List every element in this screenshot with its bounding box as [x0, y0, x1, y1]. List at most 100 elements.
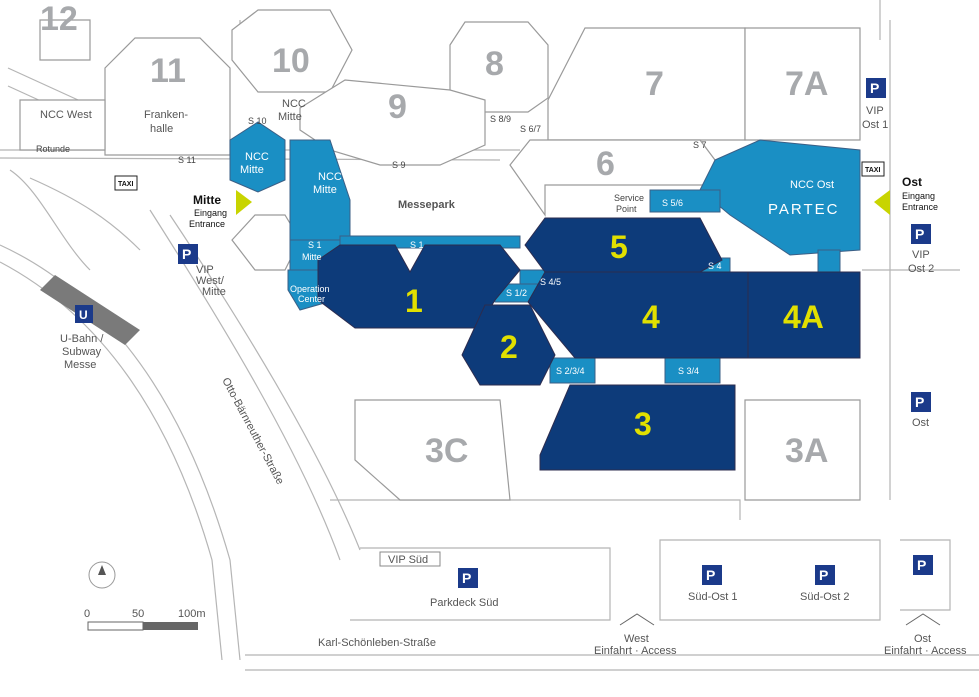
s1-label: S 1: [410, 240, 424, 250]
rotunde-label: Rotunde: [36, 144, 70, 154]
hall-3c-building: [354, 399, 511, 501]
s89-label: S 8/9: [490, 114, 511, 124]
ncc-ost-connector: [817, 249, 841, 273]
ncc-mitte-a-1: NCC: [245, 151, 269, 163]
parking-sued-ost1-p: P: [706, 567, 715, 583]
mitte-eingang: Eingang: [194, 208, 227, 218]
hall-9-number: 9: [388, 88, 407, 126]
hall-12-number: 12: [40, 0, 78, 38]
ubahn-label-3: Messe: [64, 359, 96, 371]
hall-7-number: 7: [645, 65, 664, 103]
hall-1-number: 1: [405, 283, 423, 319]
hall-3c-number: 3C: [425, 432, 468, 470]
street-otto: Otto-Bärnreuther-Straße: [219, 376, 286, 487]
hall-3a-number: 3A: [785, 432, 828, 470]
scale-100: 100m: [178, 608, 206, 620]
ncc-mitte-a-2: Mitte: [240, 164, 264, 176]
sued-ost-1-label: Süd-Ost 1: [688, 591, 738, 603]
west-access-1: West: [624, 633, 649, 645]
ncc-mitte-b: [289, 139, 351, 241]
hall-3-number: 3: [634, 406, 652, 442]
hall-11-building: [104, 37, 231, 156]
hall-10-building: [231, 9, 353, 93]
vip-west-3: Mitte: [202, 286, 226, 298]
parking-vip-ost1-p: P: [870, 80, 879, 96]
hall-11-number: 11: [150, 52, 186, 90]
service-point-2: Point: [616, 204, 637, 214]
ost-parking-label: Ost: [912, 417, 929, 429]
ncc-ost: [699, 139, 861, 256]
service-point-1: Service: [614, 193, 644, 203]
parking-signs: [178, 78, 933, 588]
frankenhalle-label-1: Franken-: [144, 109, 188, 121]
scale-50: 50: [132, 608, 144, 620]
s4-label: S 4: [708, 261, 722, 271]
street-karl: Karl-Schönleben-Straße: [318, 637, 436, 649]
s1mitte-label-1: S 1: [308, 240, 322, 250]
partec-logo: PARTEC: [768, 201, 839, 218]
main-halls: [317, 217, 861, 471]
hall-8-number: 8: [485, 45, 504, 83]
parking-vip-ost2-p: P: [915, 226, 924, 242]
vip-west-2: West/: [196, 275, 225, 287]
ubahn-label-1: U-Bahn /: [60, 333, 104, 345]
mitte-entrance-arrow: [236, 190, 252, 215]
taxi-2-label: TAXI: [865, 167, 880, 174]
s10-label: S 10: [248, 116, 267, 126]
hall-3: [539, 384, 736, 471]
taxi-1-label: TAXI: [118, 181, 133, 188]
s234-label: S 2/3/4: [556, 366, 585, 376]
ost-entrance-arrow: [874, 190, 890, 215]
hall-2-number: 2: [500, 329, 518, 365]
mitte-entrance: Entrance: [189, 219, 225, 229]
ncc-west-building: [19, 99, 106, 151]
s12-label: S 1/2: [506, 288, 527, 298]
hall-7a-building: [744, 27, 861, 141]
messepark-label: Messepark: [398, 199, 456, 211]
compass: [88, 561, 116, 589]
parkdeck-sued-label: Parkdeck Süd: [430, 597, 498, 609]
vip-ost1-1: VIP: [866, 105, 884, 117]
hall-3a-building: [744, 399, 861, 501]
ost-entrance: Entrance: [902, 202, 938, 212]
ost-access-1: Ost: [914, 633, 931, 645]
hall-1: [317, 244, 521, 329]
vip-west-1: VIP: [196, 264, 214, 276]
parking-vip-west-p: P: [182, 246, 191, 262]
ncc-mitte-top-1: NCC: [282, 98, 306, 110]
text-layer: 12 11 10 8 9 7 7A 6 3C 3A 1 2 5 4 4A 3 N…: [36, 0, 967, 657]
vip-sued-label: VIP Süd: [388, 554, 428, 566]
s234-connector: [549, 357, 596, 384]
s1mitte-label-2: Mitte: [302, 252, 322, 262]
ost-eingang: Eingang: [902, 191, 935, 201]
vip-ost2-2: Ost 2: [908, 263, 934, 275]
hall-4a: [747, 271, 861, 359]
ncc-mitte-top-2: Mitte: [278, 111, 302, 123]
hall-4-number: 4: [642, 299, 660, 335]
s9-label: S 9: [392, 160, 406, 170]
hall-12-building: [39, 19, 91, 61]
grey-buildings: [19, 9, 861, 501]
scale-0: 0: [84, 608, 90, 620]
ncc-ost-label: NCC Ost: [790, 179, 834, 191]
ncc-mitte-a: [229, 121, 286, 193]
ncc-mitte-b-1: NCC: [318, 171, 342, 183]
s34-connector: [664, 357, 721, 384]
scale-bar: [87, 621, 198, 631]
hall-7a-number: 7A: [785, 65, 828, 103]
hall-4a-number: 4A: [783, 299, 824, 335]
roads: [0, 0, 979, 671]
parking-parkdeck-p: P: [462, 570, 471, 586]
west-access-2: Einfahrt · Access: [594, 645, 677, 657]
hall-2: [461, 304, 556, 386]
s56-connector: [649, 189, 721, 213]
ost-title: Ost: [902, 175, 922, 189]
parking-sued-ost2-p: P: [819, 567, 828, 583]
operation-center-1: Operation: [290, 284, 330, 294]
vip-ost1-2: Ost 1: [862, 119, 888, 131]
parking-ost-p: P: [915, 394, 924, 410]
ncc-west-label: NCC West: [40, 109, 92, 121]
s7-label: S 7: [693, 140, 707, 150]
mitte-title: Mitte: [193, 193, 221, 207]
